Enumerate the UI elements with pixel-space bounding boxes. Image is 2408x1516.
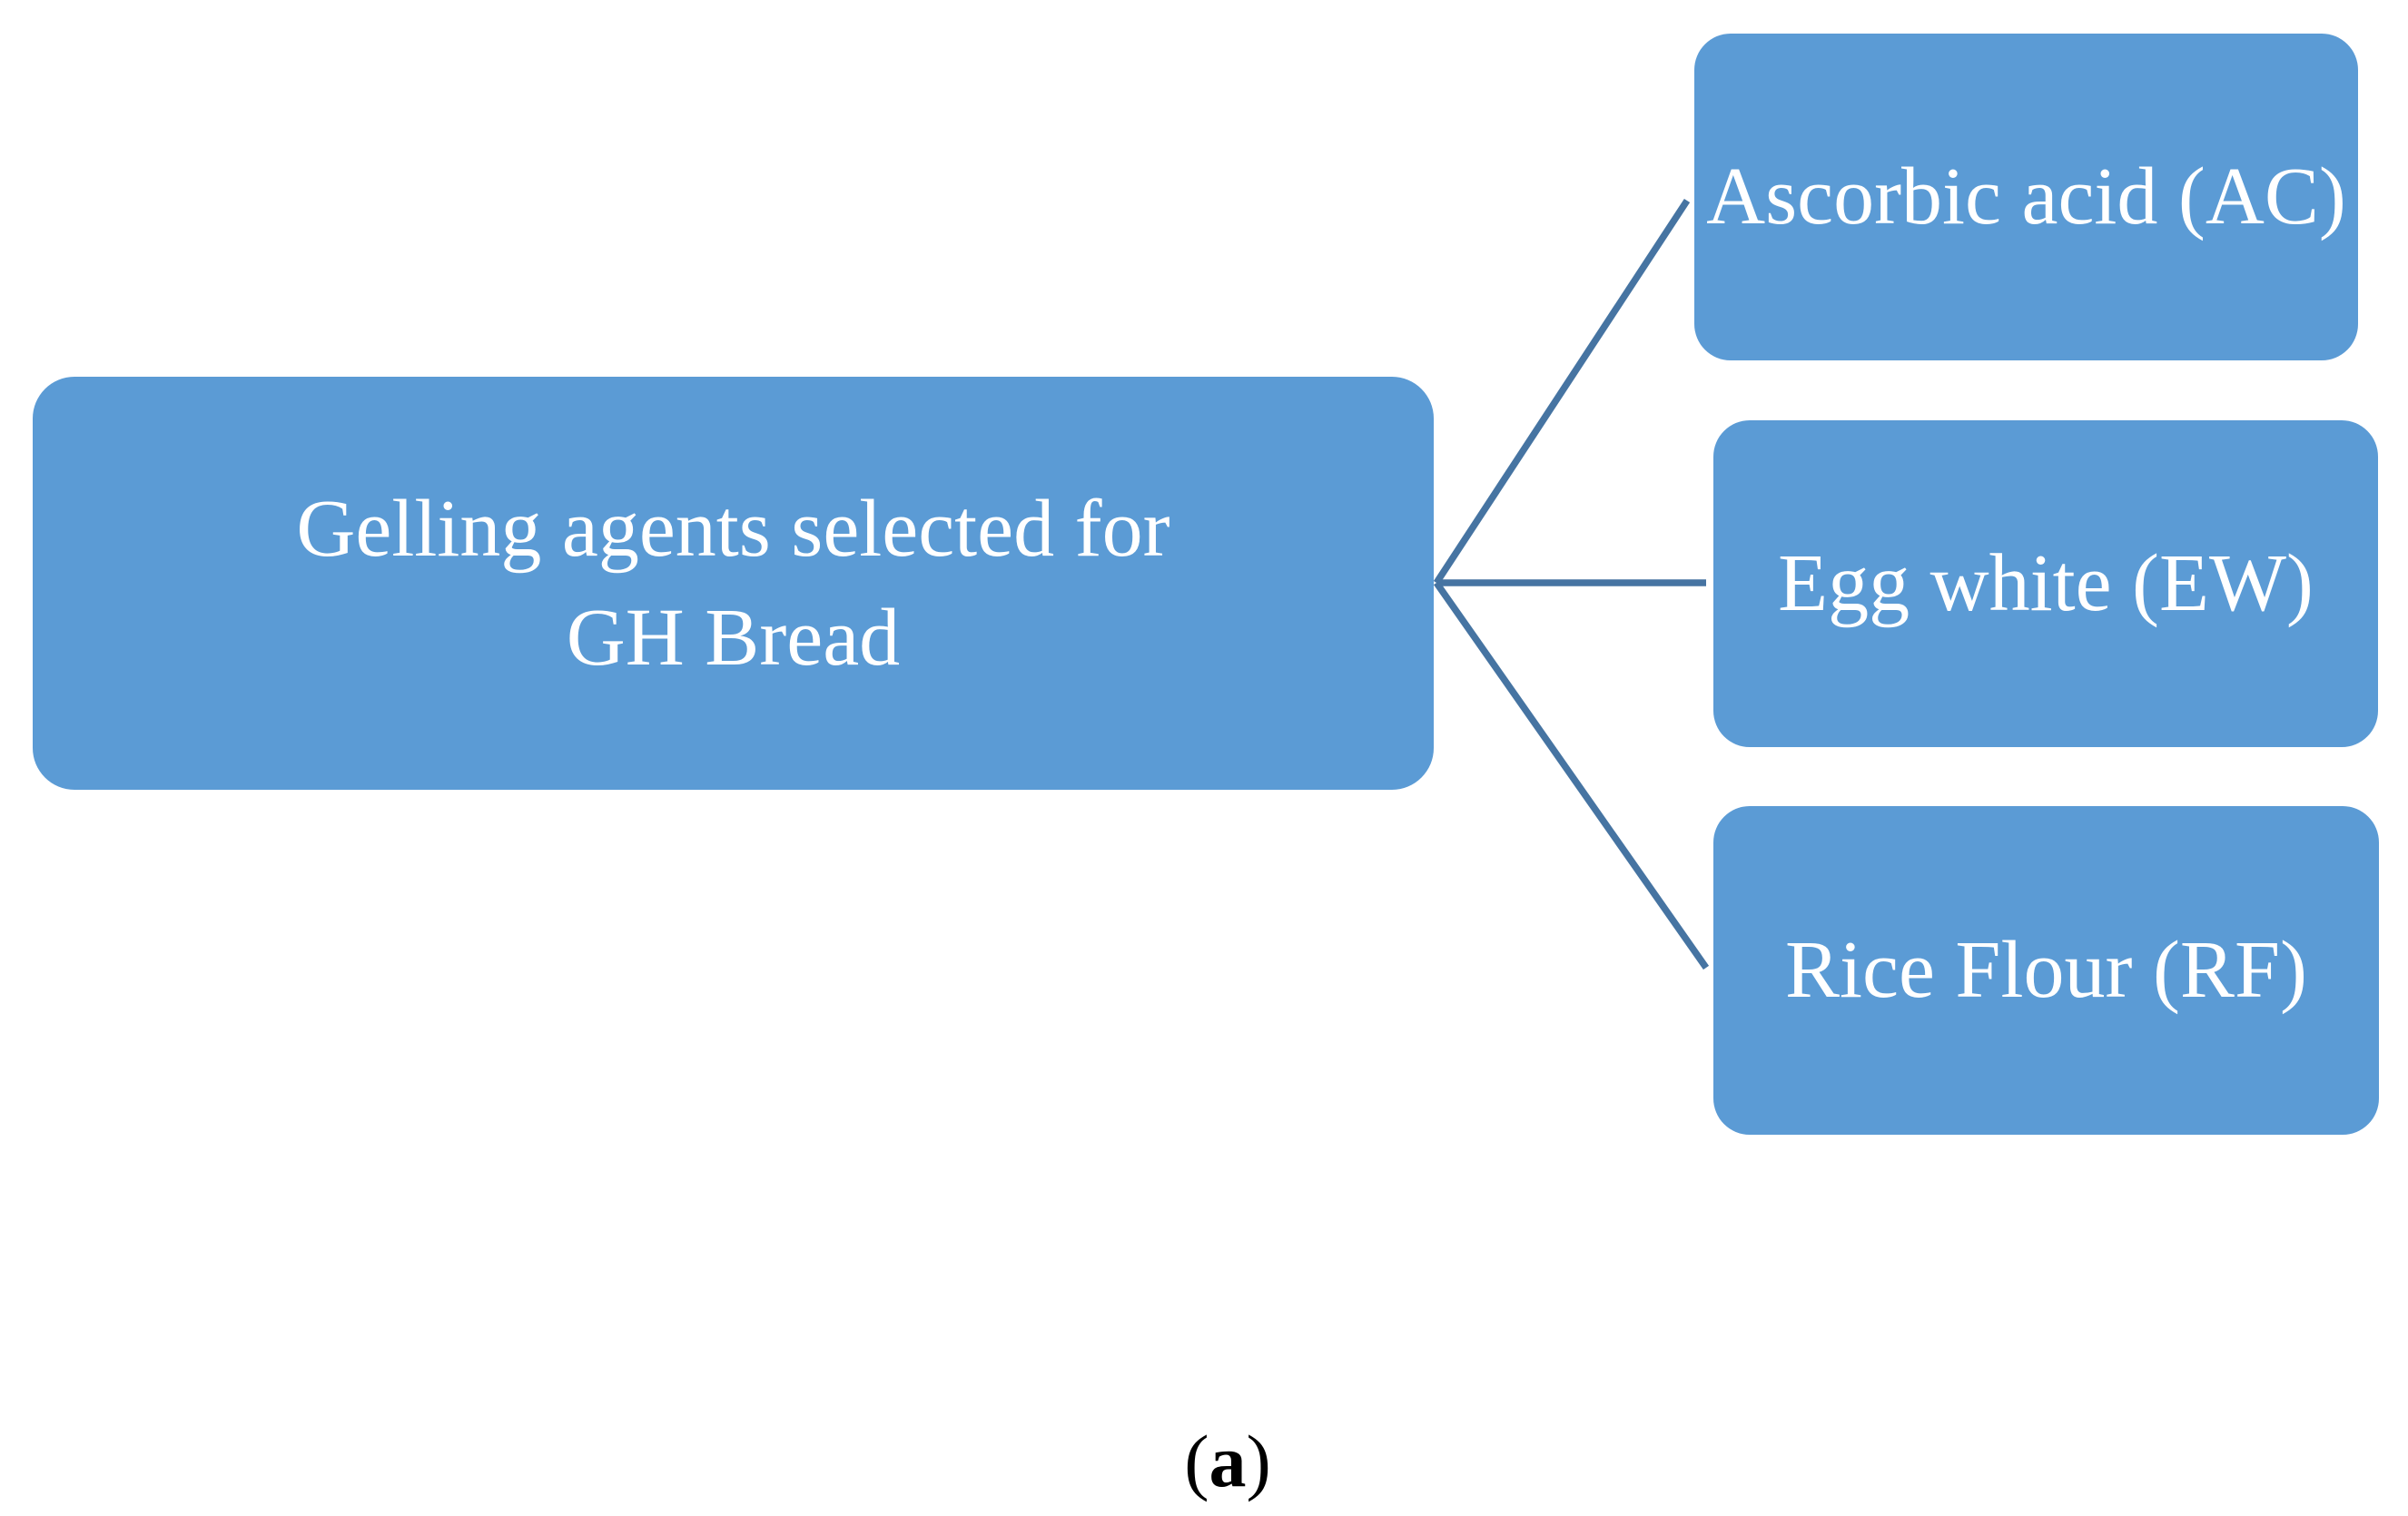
root-node-label-line1: Gelling agents selected for (296, 483, 1170, 574)
connector-root-to-ascorbic-acid (1433, 198, 1691, 586)
root-node-gelling-agents: Gelling agents selected for GH Bread (33, 377, 1434, 790)
child-node-ascorbic-acid: Ascorbic acid (AC) (1694, 34, 2358, 360)
caption-close-paren: ) (1246, 1420, 1271, 1502)
figure-caption: (a) (1128, 1416, 1327, 1507)
caption-letter: a (1209, 1420, 1247, 1502)
root-node-label-line2: GH Bread (566, 592, 901, 683)
child-node-rice-flour: Rice Flour (RF) (1713, 806, 2379, 1135)
child-node-egg-white: Egg white (EW) (1713, 420, 2378, 747)
connector-root-to-rice-flour (1433, 580, 1710, 970)
child-node-label: Rice Flour (RF) (1785, 925, 2307, 1015)
child-node-label: Ascorbic acid (AC) (1706, 152, 2346, 241)
caption-open-paren: ( (1184, 1420, 1209, 1502)
child-node-label: Egg white (EW) (1778, 538, 2314, 628)
